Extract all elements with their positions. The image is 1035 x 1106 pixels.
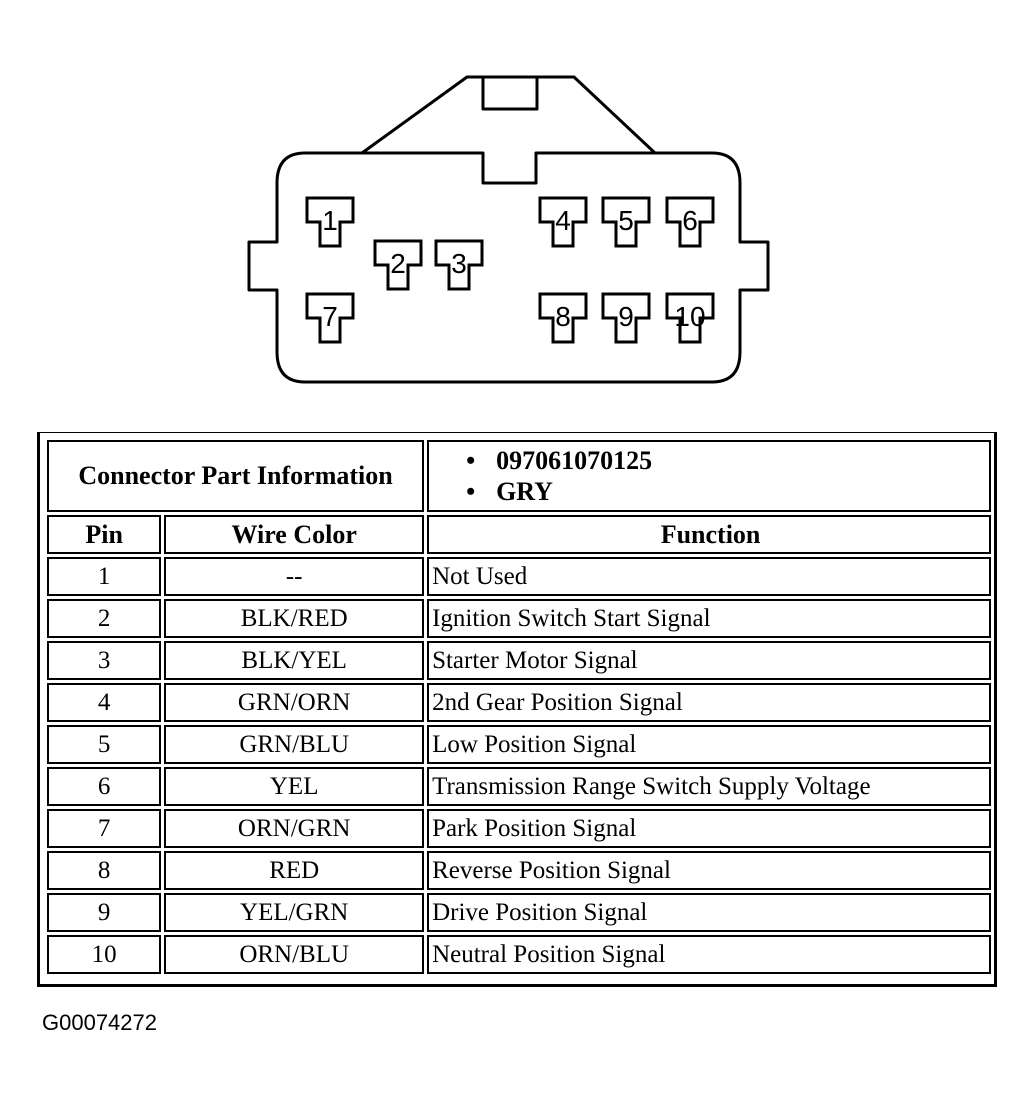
function-cell: Starter Motor Signal bbox=[427, 641, 991, 680]
pinout-table: Connector Part Information 097061070125 … bbox=[44, 437, 994, 977]
pin-cavity bbox=[373, 239, 423, 291]
function-cell: Drive Position Signal bbox=[427, 893, 991, 932]
connector-info-row: Connector Part Information 097061070125 … bbox=[47, 440, 991, 512]
function-cell: Park Position Signal bbox=[427, 809, 991, 848]
pin-number: 10 bbox=[674, 301, 705, 332]
connector-info-values: 097061070125 GRY bbox=[427, 440, 991, 512]
function-cell: 2nd Gear Position Signal bbox=[427, 683, 991, 722]
pin-cavity bbox=[665, 196, 715, 248]
wire-color-cell: BLK/YEL bbox=[164, 641, 425, 680]
pin-number: 8 bbox=[555, 301, 571, 332]
function-cell: Neutral Position Signal bbox=[427, 935, 991, 974]
connector-diagram: 1 2 3 4 5 6 7 8 9 10 bbox=[247, 75, 770, 384]
pin-cell: 6 bbox=[47, 767, 162, 806]
latch-tab bbox=[481, 75, 539, 111]
function-cell: Not Used bbox=[427, 557, 991, 596]
header-pin: Pin bbox=[47, 515, 162, 554]
pinout-table-frame: Connector Part Information 097061070125 … bbox=[37, 432, 997, 987]
figure-id: G00074272 bbox=[42, 1010, 157, 1035]
pin-number: 9 bbox=[618, 301, 634, 332]
table-row: 1--Not Used bbox=[47, 557, 991, 596]
wire-color-cell: GRN/ORN bbox=[164, 683, 425, 722]
pin-cavity bbox=[434, 239, 484, 291]
wire-color-cell: YEL/GRN bbox=[164, 893, 425, 932]
wire-color-cell: -- bbox=[164, 557, 425, 596]
wire-color-cell: ORN/GRN bbox=[164, 809, 425, 848]
table-header-row: Pin Wire Color Function bbox=[47, 515, 991, 554]
pin-number: 7 bbox=[322, 301, 338, 332]
pin-cell: 9 bbox=[47, 893, 162, 932]
wire-color-cell: BLK/RED bbox=[164, 599, 425, 638]
pin-cavity bbox=[305, 196, 355, 248]
connector-latch bbox=[361, 75, 657, 155]
function-cell: Ignition Switch Start Signal bbox=[427, 599, 991, 638]
part-number: 097061070125 bbox=[474, 445, 989, 476]
pin-number: 1 bbox=[322, 205, 338, 236]
pin-cavity bbox=[538, 196, 588, 248]
pin-cavity bbox=[665, 292, 715, 344]
connector-info-label: Connector Part Information bbox=[47, 440, 425, 512]
pin-number: 5 bbox=[618, 205, 634, 236]
wire-color-cell: GRN/BLU bbox=[164, 725, 425, 764]
pin-cell: 7 bbox=[47, 809, 162, 848]
header-function: Function bbox=[427, 515, 991, 554]
pin-cell: 3 bbox=[47, 641, 162, 680]
function-cell: Reverse Position Signal bbox=[427, 851, 991, 890]
pin-number: 4 bbox=[555, 205, 571, 236]
pin-cavity bbox=[601, 292, 651, 344]
pin-cell: 4 bbox=[47, 683, 162, 722]
wire-color-cell: ORN/BLU bbox=[164, 935, 425, 974]
pin-cell: 1 bbox=[47, 557, 162, 596]
wire-color-cell: RED bbox=[164, 851, 425, 890]
connector-body bbox=[247, 151, 770, 384]
pin-cell: 2 bbox=[47, 599, 162, 638]
pin-number: 3 bbox=[451, 248, 467, 279]
pin-cell: 10 bbox=[47, 935, 162, 974]
wire-color-cell: YEL bbox=[164, 767, 425, 806]
header-wire-color: Wire Color bbox=[164, 515, 425, 554]
pin-number: 2 bbox=[390, 248, 406, 279]
pin-cavity bbox=[538, 292, 588, 344]
pin-cell: 5 bbox=[47, 725, 162, 764]
function-cell: Low Position Signal bbox=[427, 725, 991, 764]
pin-cavity bbox=[601, 196, 651, 248]
pin-cell: 8 bbox=[47, 851, 162, 890]
connector-color: GRY bbox=[474, 476, 989, 507]
function-cell: Transmission Range Switch Supply Voltage bbox=[427, 767, 991, 806]
pin-cavity bbox=[305, 292, 355, 344]
pin-number: 6 bbox=[682, 205, 698, 236]
